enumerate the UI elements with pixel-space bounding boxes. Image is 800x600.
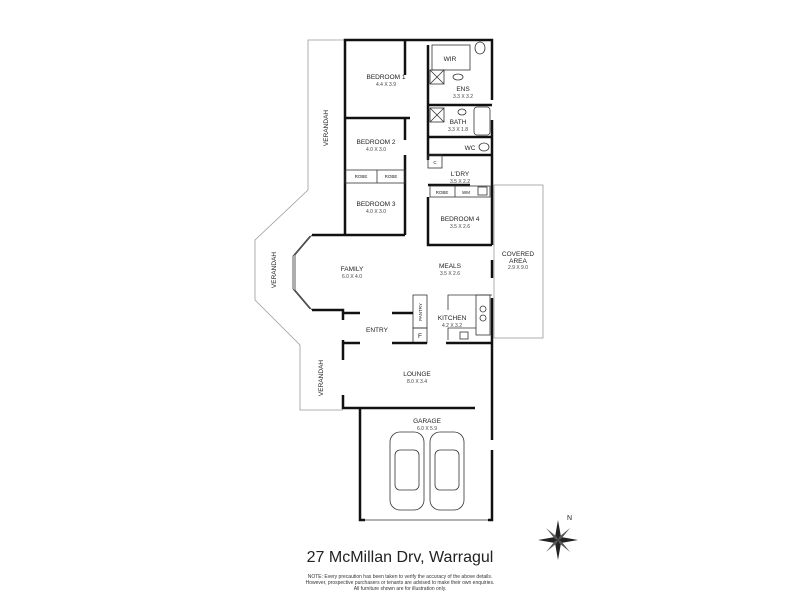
size-bedroom2: 4.0 X 3.0	[366, 147, 386, 153]
room-bedroom1: BEDROOM 1	[366, 74, 405, 81]
size-bedroom3: 4.0 X 3.0	[366, 209, 386, 215]
room-verandah-mid: VERANDAH	[271, 252, 278, 288]
size-lounge: 8.0 X 3.4	[407, 379, 427, 385]
room-robe: ROBE	[385, 174, 398, 179]
size-laundry: 3.5 X 2.2	[450, 179, 470, 185]
walls	[292, 38, 494, 522]
size-covered: 2.9 X 9.0	[508, 265, 528, 271]
room-fridge: F	[418, 333, 422, 340]
room-verandah-low: VERANDAH	[318, 360, 325, 396]
note-line: NOTE: Every precaution has been taken to…	[307, 574, 493, 580]
room-robe: ROBE	[355, 174, 368, 179]
verandah-outline	[254, 39, 345, 411]
car-left	[389, 431, 425, 511]
car-right	[429, 431, 465, 511]
room-covered-2: AREA	[509, 258, 527, 265]
room-robe: ROBE	[436, 190, 449, 195]
room-bedroom2: BEDROOM 2	[356, 139, 395, 146]
room-laundry: L'DRY	[451, 171, 470, 178]
covered-area	[493, 184, 544, 339]
room-entry: ENTRY	[366, 327, 389, 334]
room-wc: WC	[465, 145, 476, 152]
room-kitchen: KITCHEN	[438, 315, 467, 322]
size-garage: 6.0 X 5.9	[417, 426, 437, 432]
room-wir: WIR	[444, 56, 457, 63]
room-wm: WM	[462, 190, 470, 195]
room-bath: BATH	[450, 119, 467, 126]
room-linen: C	[433, 160, 437, 165]
size-family: 6.0 X 4.0	[342, 274, 362, 280]
size-ens: 3.3 X 3.2	[453, 94, 473, 100]
room-ens: ENS	[456, 86, 470, 93]
size-kitchen: 4.2 X 3.2	[442, 323, 462, 329]
room-family: FAMILY	[341, 266, 364, 273]
size-bath: 3.3 X 1.8	[448, 127, 468, 133]
room-meals: MEALS	[439, 263, 462, 270]
room-lounge: LOUNGE	[403, 371, 431, 378]
note-line: However, prospective purchasers or tenan…	[305, 580, 495, 586]
property-address: 27 McMillan Drv, Warragul	[306, 549, 494, 566]
room-covered: COVERED	[502, 251, 534, 258]
note-line: All furniture shown are for illustration…	[353, 586, 447, 592]
room-bedroom4: BEDROOM 4	[440, 216, 479, 223]
room-garage: GARAGE	[413, 418, 441, 425]
room-verandah-top: VERANDAH	[323, 110, 330, 146]
size-bedroom1: 4.4 X 3.9	[376, 82, 396, 88]
compass-north-label: N	[567, 515, 572, 522]
size-meals: 3.5 X 2.6	[440, 271, 460, 277]
compass-icon: N	[538, 515, 578, 560]
room-bedroom3: BEDROOM 3	[356, 201, 395, 208]
room-pantry: PANTRY	[418, 303, 423, 321]
disclaimer-note: NOTE: Every precaution has been taken to…	[0, 574, 800, 592]
size-bedroom4: 3.5 X 2.6	[450, 224, 470, 230]
